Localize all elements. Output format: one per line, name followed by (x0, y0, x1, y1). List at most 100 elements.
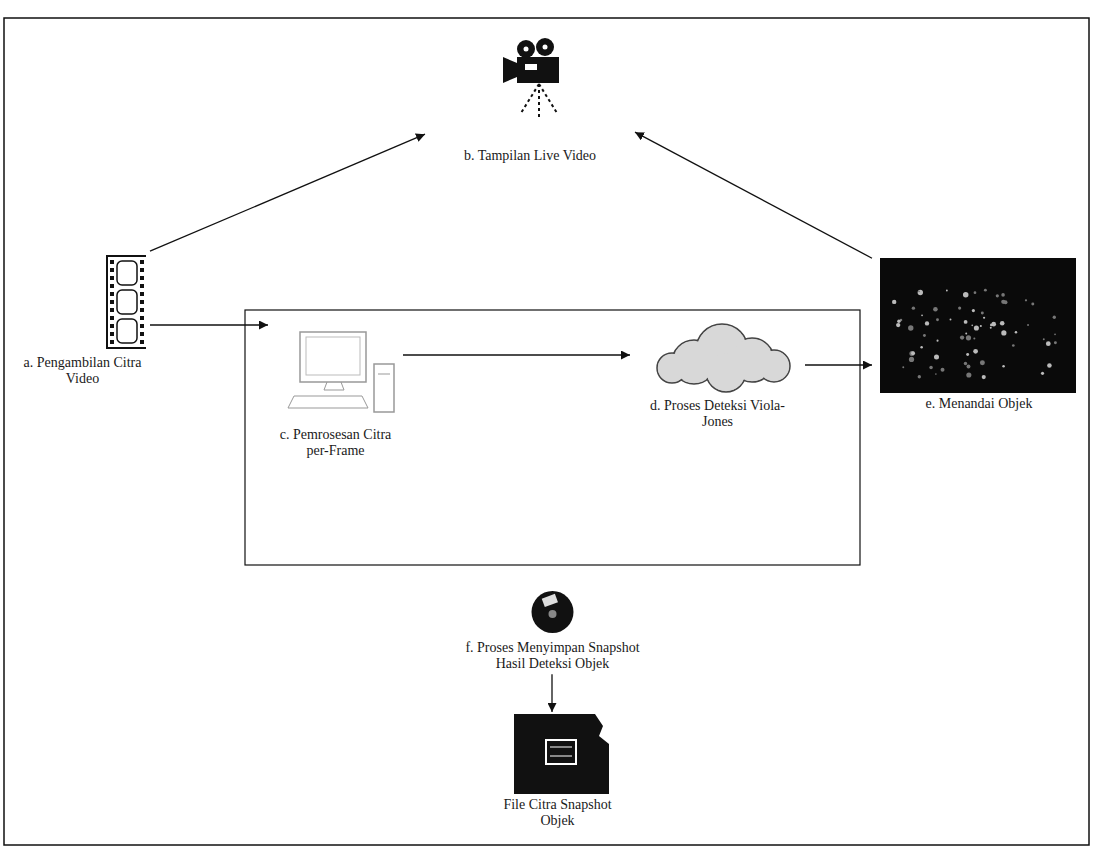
sprocket-hole (110, 324, 114, 328)
crowd-speck (1041, 372, 1044, 375)
icon-node: e. Menandai Objek (872, 256, 1086, 414)
film-cell (117, 261, 137, 285)
flow-arrow (635, 132, 872, 258)
flow-arrow (805, 364, 872, 365)
icon-node: f. Proses Menyimpan Snapshot Hasil Detek… (445, 585, 660, 674)
sprocket-hole (140, 340, 144, 344)
sprocket-hole (140, 292, 144, 296)
crowd-speck (966, 372, 971, 377)
crowd-speck (933, 307, 938, 312)
crowd-speck (958, 307, 961, 310)
icon-node: b. Tampilan Live Video (425, 35, 635, 166)
crowd-speck (991, 322, 996, 327)
crowd-speck (929, 366, 932, 369)
crowd-speck (973, 349, 978, 354)
crowd-speck (923, 334, 926, 337)
crowd-speck (984, 289, 987, 292)
image-edge (595, 714, 609, 744)
crowd-speck (896, 323, 900, 327)
node-label: c. Pemrosesan Citra per-Frame (275, 427, 397, 459)
crowd-speck (911, 351, 915, 355)
node-label: f. Proses Menyimpan Snapshot Hasil Detek… (450, 640, 655, 672)
icon-node: d. Proses Deteksi Viola-Jones (630, 318, 805, 432)
camera-body (517, 57, 559, 83)
file-symbol-line (550, 747, 572, 748)
file-symbol (546, 740, 576, 764)
crowd-speck (1002, 365, 1005, 368)
crowd-speck (950, 319, 952, 321)
crowd-speck (941, 368, 945, 372)
icon-node: File Citra Snapshot Objek (495, 712, 620, 831)
node-label: a. Pengambilan Citra Video (24, 355, 142, 387)
sprocket-hole (110, 276, 114, 280)
drive-slot (378, 374, 390, 375)
node-icon (634, 320, 801, 395)
crowd-speck (981, 312, 984, 315)
crowd-speck (964, 320, 968, 324)
camera-lens (503, 57, 517, 83)
crowd-speck (974, 291, 977, 294)
sprocket-hole (110, 300, 114, 304)
crowd-speck (918, 375, 921, 378)
crowd-speck (983, 317, 985, 319)
sprocket-hole (140, 324, 144, 328)
node-label: File Citra Snapshot Objek (503, 797, 613, 829)
crowd-speck (973, 337, 975, 339)
crowd-speck (1015, 331, 1018, 334)
icon-node: c. Pemrosesan Citra per-Frame (268, 322, 403, 461)
crowd-speck (1001, 300, 1005, 304)
crowd-speck (1031, 303, 1034, 306)
crowd-speck (912, 306, 915, 309)
crowd-speck (918, 290, 920, 292)
processing-group-frame (245, 310, 860, 565)
sprocket-hole (140, 300, 144, 304)
crowd-speck (1012, 344, 1015, 347)
sprocket-hole (110, 284, 114, 288)
cloud-fill (707, 353, 745, 391)
node-icon (429, 37, 631, 145)
camera-reel (536, 38, 554, 56)
file-symbol-line (550, 756, 572, 757)
monitor-stand (324, 382, 344, 390)
crowd-speck (1025, 299, 1027, 301)
sprocket-hole (110, 268, 114, 272)
crowd-speck (972, 309, 975, 312)
node-icon (449, 587, 656, 637)
crowd-speck (936, 318, 939, 321)
cloud-icon (657, 324, 790, 392)
camera-detail (525, 64, 537, 70)
tripod-leg (539, 84, 557, 113)
sprocket-hole (110, 340, 114, 344)
node-label: d. Proses Deteksi Viola-Jones (645, 398, 790, 430)
cloud-fill (759, 351, 789, 381)
crowd-speck (909, 357, 914, 362)
crowd-speck (971, 325, 973, 327)
film-cell (117, 319, 137, 343)
node-icon (272, 324, 399, 424)
crowd-speck (946, 290, 948, 292)
disk-hole (549, 610, 557, 618)
node-icon (19, 252, 146, 352)
crowd-speck (982, 375, 986, 379)
outer-frame (4, 18, 1089, 845)
node-label: b. Tampilan Live Video (430, 148, 630, 164)
crowd-speck (908, 325, 913, 330)
crowd-speck (967, 365, 971, 369)
film-frame (107, 256, 146, 348)
keyboard (288, 396, 368, 408)
crowd-speck (925, 321, 929, 325)
crowd-speck (892, 300, 896, 304)
crowd-speck (1043, 338, 1045, 340)
sprocket-hole (110, 292, 114, 296)
node-icon (876, 258, 1082, 393)
crowd-speck (1001, 293, 1005, 297)
image-ground (880, 258, 1076, 393)
crowd-speck (934, 354, 939, 359)
crowd-speck (918, 290, 923, 295)
crowd-speck (1053, 316, 1056, 319)
flow-arrow (551, 674, 552, 712)
sprocket-hole (140, 260, 144, 264)
crowd-speck (996, 294, 999, 297)
screen (306, 337, 360, 375)
